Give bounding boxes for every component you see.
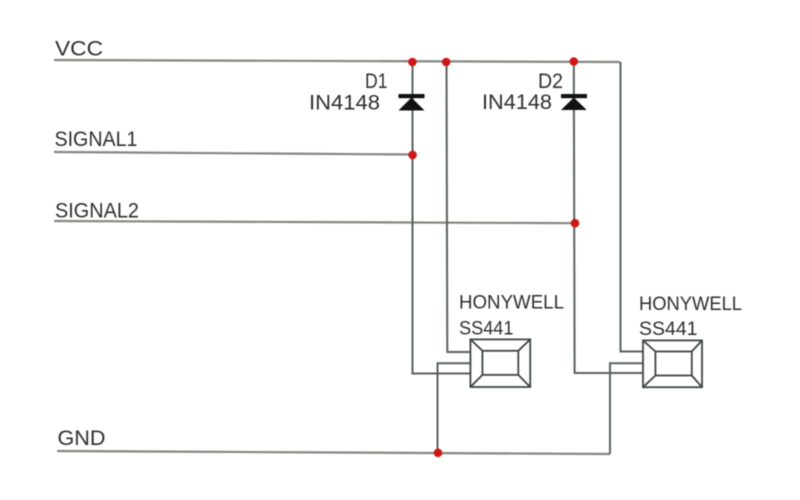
svg-text:D2: D2 bbox=[538, 70, 563, 93]
svg-text:IN4148: IN4148 bbox=[482, 91, 552, 114]
svg-text:SS441: SS441 bbox=[639, 319, 698, 340]
svg-text:HONYWELL: HONYWELL bbox=[639, 294, 742, 315]
svg-text:VCC: VCC bbox=[55, 38, 103, 61]
svg-text:D1: D1 bbox=[365, 70, 388, 93]
svg-text:IN4148: IN4148 bbox=[309, 92, 380, 115]
svg-text:SS441: SS441 bbox=[459, 319, 514, 340]
svg-text:GND: GND bbox=[58, 427, 106, 450]
svg-text:SIGNAL2: SIGNAL2 bbox=[55, 200, 139, 223]
svg-text:SIGNAL1: SIGNAL1 bbox=[55, 128, 138, 151]
svg-text:HONYWELL: HONYWELL bbox=[459, 293, 564, 314]
